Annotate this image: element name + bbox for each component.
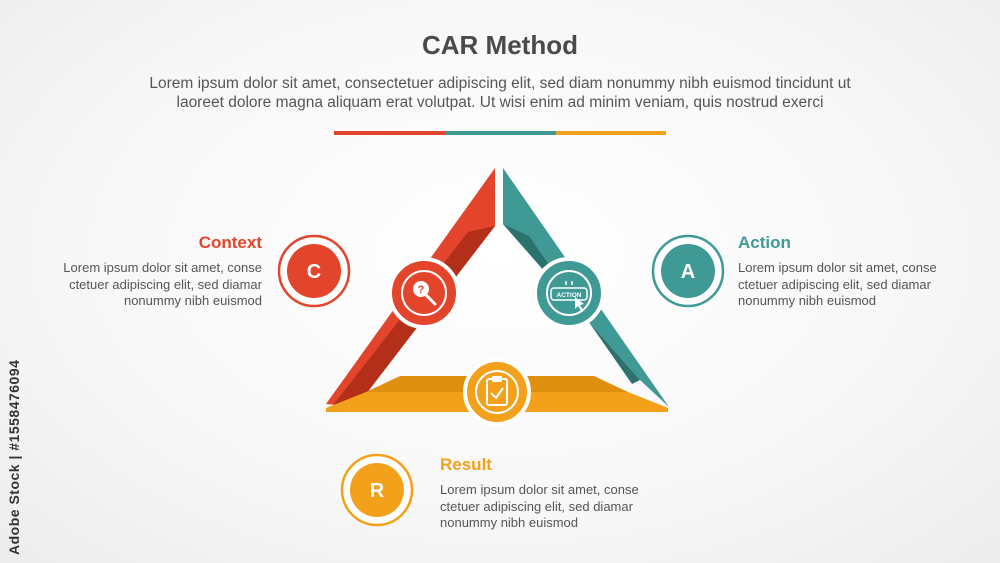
action-letter: A — [681, 261, 695, 283]
result-heading: Result — [440, 455, 492, 474]
result-letter: R — [370, 480, 385, 502]
divider-result — [556, 131, 666, 135]
action-desc-line: ctetuer adipiscing elit, sed diamar — [738, 276, 931, 292]
result-letter-badge: R — [340, 453, 414, 527]
context-heading: Context — [198, 233, 262, 252]
svg-text:?: ? — [418, 284, 425, 296]
context-desc-line: ctetuer adipiscing elit, sed diamar — [69, 276, 262, 292]
divider-context — [334, 131, 445, 135]
page-title: CAR Method — [422, 30, 578, 60]
action-letter-badge: A — [651, 234, 725, 308]
context-letter-badge: C — [277, 234, 351, 308]
context-description: Lorem ipsum dolor sit amet, conse ctetue… — [22, 260, 262, 310]
result-description: Lorem ipsum dolor sit amet, conse ctetue… — [440, 482, 680, 532]
context-desc-line: Lorem ipsum dolor sit amet, conse — [63, 260, 262, 275]
clipboard-check-icon — [486, 376, 508, 406]
action-description: Lorem ipsum dolor sit amet, conse ctetue… — [738, 260, 978, 310]
action-button-cursor-icon: ACTION — [550, 281, 588, 311]
result-desc-line: nonummy nibh euismod — [440, 515, 579, 530]
context-icon-circle: ? — [388, 257, 460, 329]
action-icon-label: ACTION — [557, 292, 582, 299]
subtitle-line-1: Lorem ipsum dolor sit amet, consectetuer… — [149, 75, 851, 92]
magnifier-question-icon: ? — [413, 281, 437, 306]
subtitle-line-2: laoreet dolore magna aliquam erat volutp… — [176, 94, 824, 111]
adobe-stock-watermark: Adobe Stock | #1558476094 — [6, 359, 22, 555]
action-icon-circle: ACTION — [533, 257, 605, 329]
context-letter: C — [307, 261, 321, 283]
result-icon-circle — [463, 358, 531, 426]
result-desc-line: ctetuer adipiscing elit, sed diamar — [440, 498, 633, 514]
result-desc-line: Lorem ipsum dolor sit amet, conse — [440, 482, 639, 497]
action-heading: Action — [738, 233, 791, 252]
action-desc-line: nonummy nibh euismod — [738, 293, 877, 308]
page-subtitle: Lorem ipsum dolor sit amet, consectetuer… — [60, 74, 940, 112]
divider-action — [445, 131, 556, 135]
context-desc-line: nonummy nibh euismod — [123, 293, 262, 308]
action-desc-line: Lorem ipsum dolor sit amet, conse — [738, 260, 937, 275]
